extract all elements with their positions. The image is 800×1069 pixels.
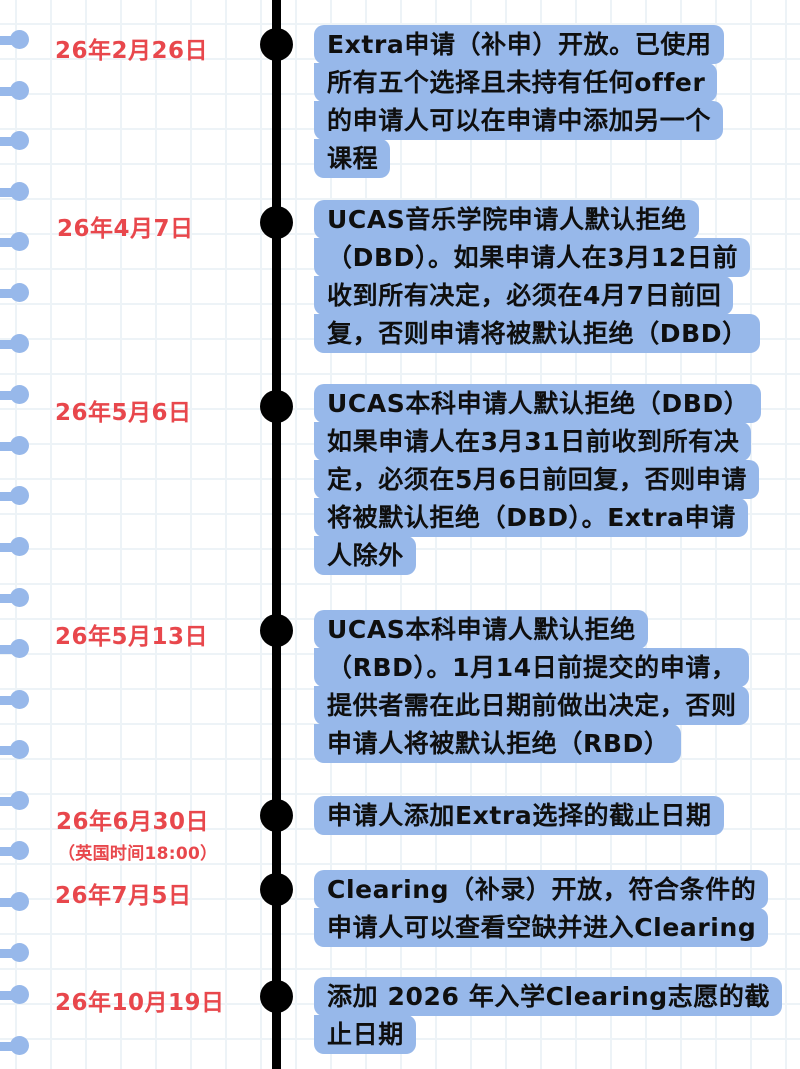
description-line: 的申请人可以在申请中添加另一个 [314,101,724,140]
binding-ring-icon [0,537,30,557]
description-line: 复，否则申请将被默认拒绝（DBD） [314,314,760,353]
description-line: UCAS本科申请人默认拒绝（DBD） [314,384,762,423]
description-line: 申请人可以查看空缺并进入Clearing [314,908,769,947]
binding-ring-icon [0,740,30,760]
date-label: 26年6月30日 （英国时间18:00） [56,802,217,864]
description-line: UCAS音乐学院申请人默认拒绝 [314,200,700,239]
timeline-dot-icon [260,799,293,832]
timeline-description: Extra申请（补申）开放。已使用 所有五个选择且未持有任何offer 的申请人… [314,25,724,178]
description-line: 如果申请人在3月31日前收到所有决 [314,422,752,461]
date-label: 26年5月6日 [55,400,192,426]
date-label: 26年2月26日 [55,38,209,64]
timeline-dot-icon [260,28,293,61]
timeline-description: UCAS本科申请人默认拒绝（DBD） 如果申请人在3月31日前收到所有决 定，必… [314,384,762,575]
description-line: Extra申请（补申）开放。已使用 [314,25,724,64]
date-label: 26年10月19日 [55,990,225,1016]
timeline-axis [272,0,281,1069]
date-label: 26年7月5日 [55,883,192,909]
date-label: 26年4月7日 [57,216,194,242]
description-line: 提供者需在此日期前做出决定，否则 [314,686,749,725]
binding-ring-icon [0,232,30,252]
description-line: 定，必须在5月6日前回复，否则申请 [314,460,759,499]
timeline-description: UCAS本科申请人默认拒绝 （RBD）。1月14日前提交的申请， 提供者需在此日… [314,610,749,763]
timeline-dot-icon [260,614,293,647]
timeline-description: 添加 2026 年入学Clearing志愿的截 止日期 [314,977,783,1054]
timeline-dot-icon [260,873,293,906]
description-line: 止日期 [314,1015,416,1054]
spiral-binding [0,0,40,1069]
binding-ring-icon [0,943,30,963]
binding-ring-icon [0,486,30,506]
description-line: 将被默认拒绝（DBD）。Extra申请 [314,498,748,537]
description-line: UCAS本科申请人默认拒绝 [314,610,648,649]
description-line: 人除外 [314,536,416,575]
description-line: （DBD）。如果申请人在3月12日前 [314,238,751,277]
date-note: （英国时间18:00） [58,844,218,864]
date-label: 26年5月13日 [55,624,209,650]
description-line: 所有五个选择且未持有任何offer [314,63,718,102]
description-line: 申请人添加Extra选择的截止日期 [314,796,724,835]
description-line: 收到所有决定，必须在4月7日前回 [314,276,734,315]
description-line: 课程 [314,139,391,178]
binding-ring-icon [0,1036,30,1056]
description-line: 添加 2026 年入学Clearing志愿的截 [314,977,783,1016]
timeline-dot-icon [260,980,293,1013]
binding-ring-icon [0,985,30,1005]
binding-ring-icon [0,385,30,405]
timeline-dot-icon [260,390,293,423]
binding-ring-icon [0,81,30,101]
binding-ring-icon [0,588,30,608]
binding-ring-icon [0,436,30,456]
description-line: （RBD）。1月14日前提交的申请， [314,648,749,687]
binding-ring-icon [0,791,30,811]
binding-ring-icon [0,892,30,912]
binding-ring-icon [0,182,30,202]
binding-ring-icon [0,690,30,710]
binding-ring-icon [0,841,30,861]
description-line: Clearing（补录）开放，符合条件的 [314,870,769,909]
timeline-description: UCAS音乐学院申请人默认拒绝 （DBD）。如果申请人在3月12日前 收到所有决… [314,200,760,353]
binding-ring-icon [0,131,30,151]
timeline-dot-icon [260,206,293,239]
binding-ring-icon [0,334,30,354]
timeline-description: 申请人添加Extra选择的截止日期 [314,796,724,835]
date-main: 26年6月30日 [56,809,210,835]
binding-ring-icon [0,639,30,659]
binding-ring-icon [0,30,30,50]
binding-ring-icon [0,283,30,303]
timeline-description: Clearing（补录）开放，符合条件的 申请人可以查看空缺并进入Clearin… [314,870,769,947]
description-line: 申请人将被默认拒绝（RBD） [314,724,682,763]
